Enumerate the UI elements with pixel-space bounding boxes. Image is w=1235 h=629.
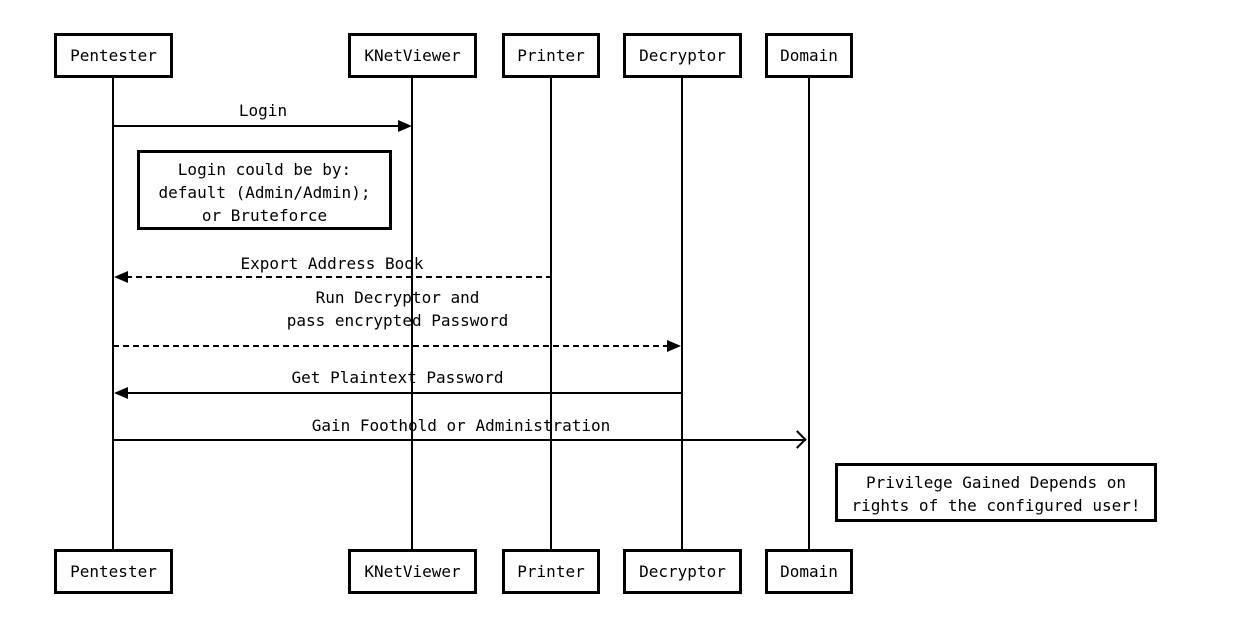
actor-bottom-decryptor: Decryptor <box>623 549 742 594</box>
lifeline-knetviewer <box>411 78 413 549</box>
lifeline-printer <box>550 78 552 549</box>
actor-label: Pentester <box>70 562 157 581</box>
note-line: Login could be by: <box>177 160 352 179</box>
actor-label: Pentester <box>70 46 157 65</box>
lifeline-decryptor <box>681 78 683 549</box>
note-login-methods: Login could be by: default (Admin/Admin)… <box>137 150 392 230</box>
actor-bottom-pentester: Pentester <box>54 549 173 594</box>
note-privilege-gained: Privilege Gained Depends on rights of th… <box>835 463 1157 522</box>
actor-label: Domain <box>780 562 838 581</box>
actor-top-knetviewer: KNetViewer <box>348 33 477 78</box>
message-line <box>113 125 400 127</box>
note-line: or Bruteforce <box>201 206 328 225</box>
actor-top-domain: Domain <box>765 33 853 78</box>
message-label-line1: Run Decryptor and <box>315 288 480 307</box>
actor-label: KNetViewer <box>364 46 461 65</box>
message-label: Run Decryptor and pass encrypted Passwor… <box>113 286 682 332</box>
actor-label: KNetViewer <box>364 562 461 581</box>
message-line <box>113 439 806 441</box>
message-line <box>126 276 551 278</box>
arrowhead-right-icon <box>398 120 412 132</box>
actor-top-decryptor: Decryptor <box>623 33 742 78</box>
note-line: rights of the configured user! <box>851 496 1141 515</box>
actor-label: Printer <box>517 562 585 581</box>
message-line <box>126 392 682 394</box>
actor-bottom-domain: Domain <box>765 549 853 594</box>
note-line: default (Admin/Admin); <box>158 183 371 202</box>
lifeline-pentester <box>112 78 114 549</box>
message-label: Get Plaintext Password <box>291 368 504 387</box>
note-line: Privilege Gained Depends on <box>865 473 1127 492</box>
message-label: Export Address Book <box>240 254 424 273</box>
actor-label: Domain <box>780 46 838 65</box>
actor-label: Decryptor <box>639 562 726 581</box>
message-label-line2: pass encrypted Password <box>286 311 509 330</box>
arrowhead-right-icon <box>667 340 681 352</box>
message-label: Login <box>238 101 288 120</box>
actor-label: Printer <box>517 46 585 65</box>
arrowhead-left-icon <box>114 387 128 399</box>
actor-bottom-knetviewer: KNetViewer <box>348 549 477 594</box>
actor-bottom-printer: Printer <box>502 549 600 594</box>
actor-label: Decryptor <box>639 46 726 65</box>
message-line <box>113 345 667 347</box>
actor-top-pentester: Pentester <box>54 33 173 78</box>
lifeline-domain <box>808 78 810 549</box>
actor-top-printer: Printer <box>502 33 600 78</box>
message-label: Gain Foothold or Administration <box>311 416 611 435</box>
arrowhead-left-icon <box>114 271 128 283</box>
